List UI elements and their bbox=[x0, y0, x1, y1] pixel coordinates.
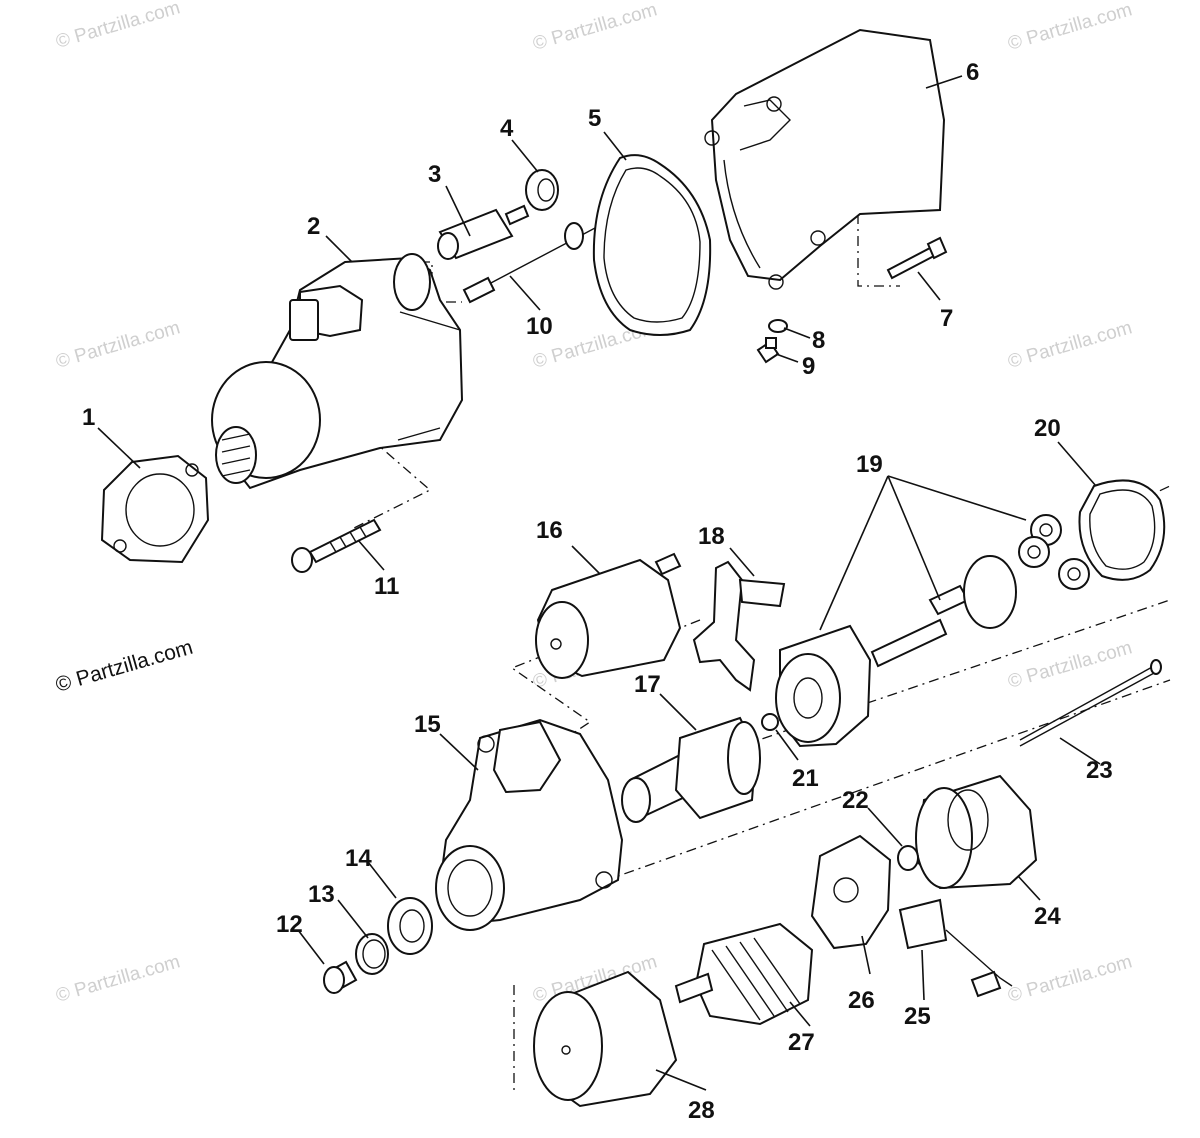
part-13-snap-ring bbox=[355, 933, 389, 975]
part-6-housing-cover bbox=[704, 28, 946, 290]
part-3-plunger bbox=[437, 204, 530, 260]
callout-19: 19 bbox=[856, 451, 883, 478]
part-11-mounting-bolt bbox=[291, 518, 382, 573]
callout-22: 22 bbox=[842, 787, 869, 814]
watermark-bottom-left: © Partzilla.com bbox=[54, 951, 183, 1006]
callout-9: 9 bbox=[802, 353, 815, 380]
callout-8: 8 bbox=[812, 327, 825, 354]
part-20-internal-gear-ring bbox=[1078, 479, 1166, 581]
watermark-bottom-right: © Partzilla.com bbox=[1006, 951, 1135, 1006]
part-15-drive-housing bbox=[435, 718, 624, 931]
part-24-yoke-end-cover bbox=[914, 774, 1038, 890]
callout-3: 3 bbox=[428, 161, 441, 188]
callout-10: 10 bbox=[526, 313, 553, 340]
part-1-mounting-gasket bbox=[100, 454, 210, 564]
callout-12: 12 bbox=[276, 911, 303, 938]
part-25-brush-lead bbox=[898, 898, 1013, 998]
part-26-brush-holder bbox=[810, 834, 892, 950]
part-4-dust-boot bbox=[525, 169, 559, 211]
callout-20: 20 bbox=[1034, 415, 1061, 442]
watermark-top-right: © Partzilla.com bbox=[1006, 0, 1135, 55]
part-16-solenoid bbox=[535, 552, 682, 679]
callout-labels: 1 2 3 4 5 6 7 8 9 10 11 12 13 14 15 16 1… bbox=[82, 59, 1113, 1124]
watermark-mid-right: © Partzilla.com bbox=[1006, 317, 1135, 372]
part-18-shift-lever bbox=[692, 560, 786, 692]
callout-13: 13 bbox=[308, 881, 335, 908]
callout-2: 2 bbox=[307, 213, 320, 240]
callout-17: 17 bbox=[634, 671, 661, 698]
callout-23: 23 bbox=[1086, 757, 1113, 784]
part-9-screw bbox=[756, 337, 780, 364]
part-19-planetary-gear-set bbox=[775, 514, 1090, 748]
callout-18: 18 bbox=[698, 523, 725, 550]
callout-27: 27 bbox=[788, 1029, 815, 1056]
watermark-center-right: © Partzilla.com bbox=[1006, 637, 1135, 692]
callout-4: 4 bbox=[500, 115, 514, 142]
part-17-overrunning-clutch bbox=[621, 716, 761, 823]
callout-16: 16 bbox=[536, 517, 563, 544]
part-5-housing-seal bbox=[592, 154, 712, 336]
callout-14: 14 bbox=[345, 845, 372, 872]
part-7-through-bolt bbox=[886, 236, 948, 280]
leader-lines bbox=[97, 75, 1101, 1091]
part-8-washer bbox=[768, 319, 788, 333]
callout-5: 5 bbox=[588, 105, 601, 132]
watermark-mid-left: © Partzilla.com bbox=[54, 317, 183, 372]
callout-28: 28 bbox=[688, 1097, 715, 1124]
watermark-primary: © Partzilla.com bbox=[53, 636, 195, 697]
part-22-thrust-washer bbox=[897, 845, 919, 871]
callout-15: 15 bbox=[414, 711, 441, 738]
callout-7: 7 bbox=[940, 305, 953, 332]
watermark-top-left: © Partzilla.com bbox=[54, 0, 183, 53]
part-28-yoke-field-frame bbox=[533, 970, 678, 1108]
callout-24: 24 bbox=[1034, 903, 1061, 930]
part-12-stop-collar bbox=[323, 960, 358, 994]
part-14-pinion-gear bbox=[387, 897, 433, 955]
part-2-starter-assembly bbox=[211, 253, 464, 490]
callout-11: 11 bbox=[374, 573, 399, 600]
part-27-armature bbox=[674, 922, 814, 1026]
callout-1: 1 bbox=[82, 404, 95, 431]
callout-26: 26 bbox=[848, 987, 875, 1014]
part-23-through-bolt bbox=[1019, 659, 1162, 747]
callout-21: 21 bbox=[792, 765, 819, 792]
callout-25: 25 bbox=[904, 1003, 931, 1030]
watermark-top-center: © Partzilla.com bbox=[531, 0, 660, 55]
callout-6: 6 bbox=[966, 59, 979, 86]
part-21-steel-ball bbox=[761, 713, 779, 731]
